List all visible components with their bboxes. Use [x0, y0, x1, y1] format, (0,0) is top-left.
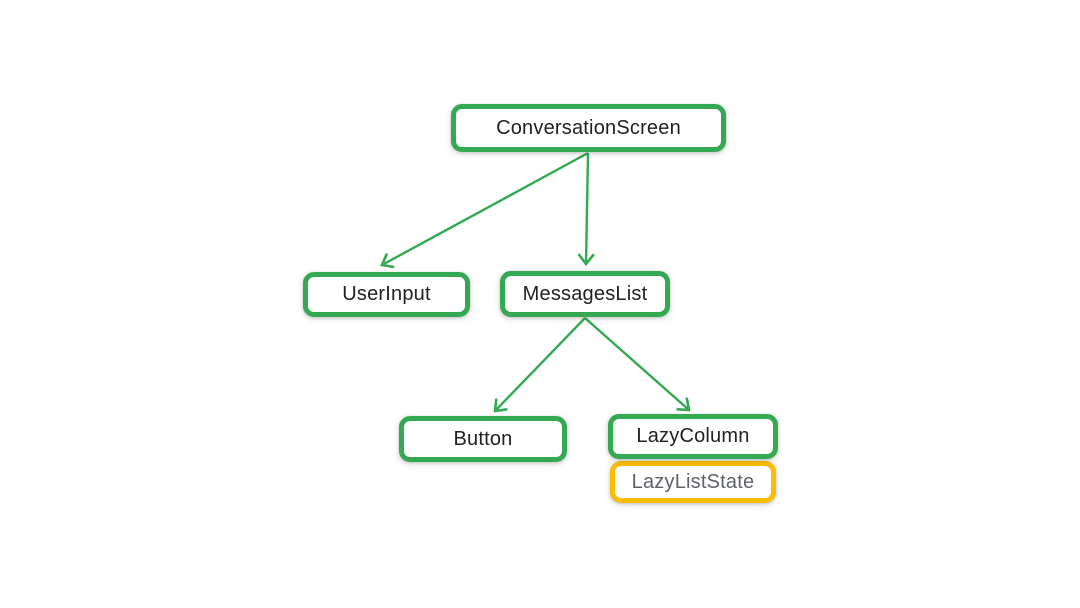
- edge-messageslist-lazycolumn: [584, 317, 691, 412]
- node-messages-list: MessagesList: [500, 271, 670, 317]
- node-user-input-label: UserInput: [342, 283, 431, 305]
- node-lazy-column-label: LazyColumn: [636, 425, 750, 447]
- node-lazy-column: LazyColumn: [608, 414, 778, 459]
- node-lazy-list-state: LazyListState: [610, 461, 776, 503]
- node-conversation-screen: ConversationScreen: [451, 104, 726, 152]
- node-button-label: Button: [453, 427, 513, 450]
- node-user-input: UserInput: [303, 272, 470, 317]
- edge-conversationscreen-messageslist: [577, 152, 595, 267]
- node-conversation-screen-label: ConversationScreen: [496, 116, 681, 139]
- edge-messageslist-button: [493, 317, 586, 413]
- edge-conversationscreen-userinput: [380, 151, 589, 269]
- node-messages-list-label: MessagesList: [522, 282, 648, 305]
- node-lazy-list-state-label: LazyListState: [631, 470, 755, 493]
- node-button: Button: [399, 416, 567, 462]
